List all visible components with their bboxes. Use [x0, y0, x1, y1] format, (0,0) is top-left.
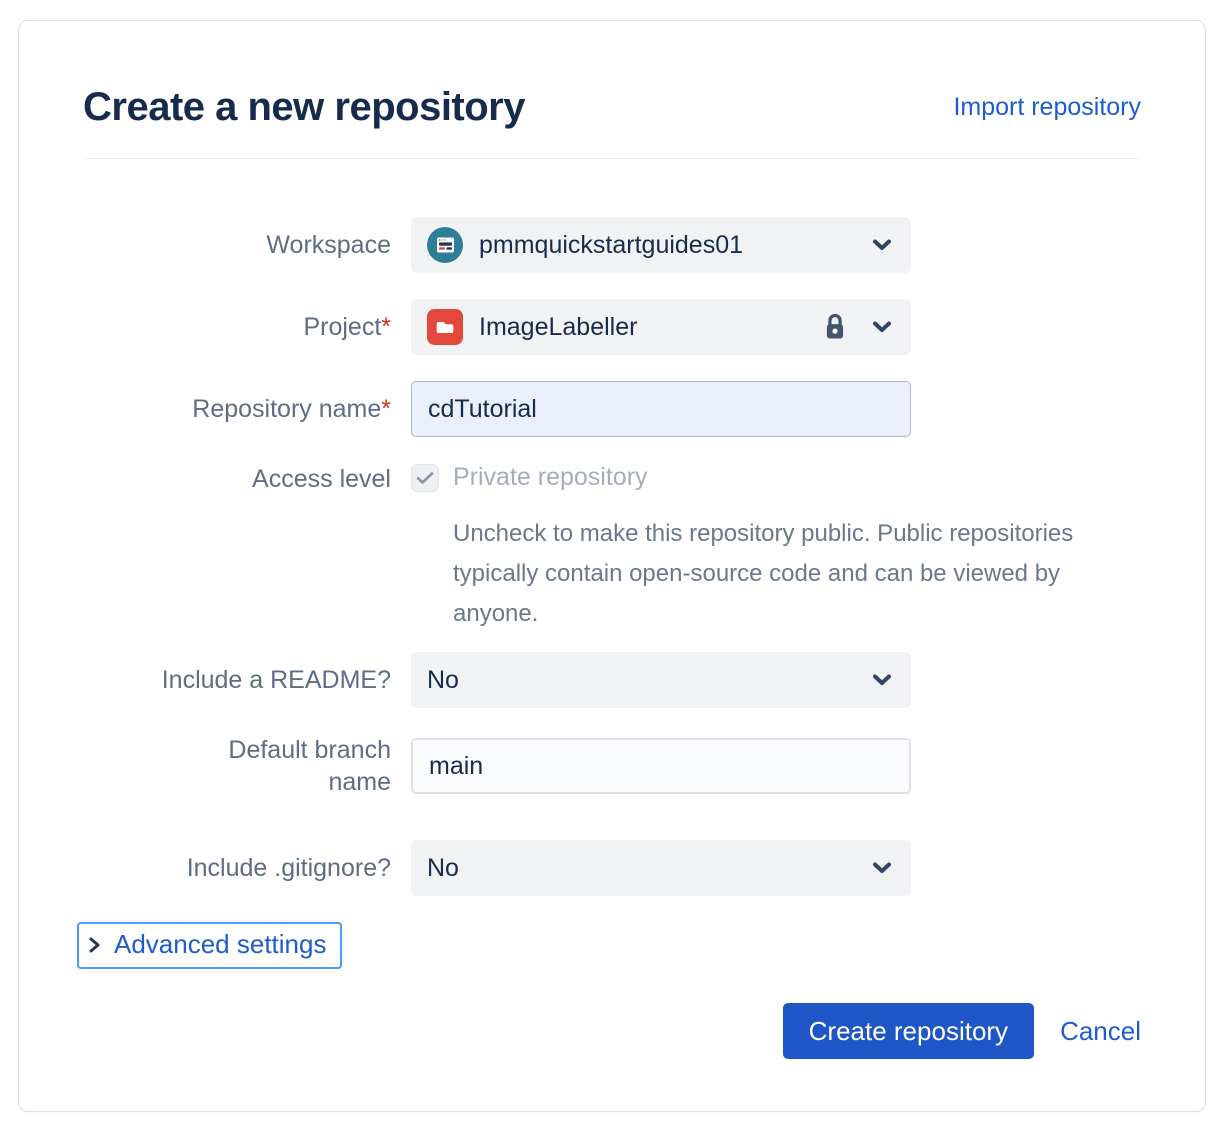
default-branch-input[interactable] — [411, 738, 911, 794]
default-branch-label: Default branch name — [228, 736, 391, 796]
required-asterisk: * — [381, 395, 391, 423]
chevron-down-icon — [871, 320, 893, 334]
include-gitignore-label: Include .gitignore? — [186, 854, 391, 882]
chevron-down-icon — [871, 861, 893, 875]
project-value: ImageLabeller — [479, 312, 638, 341]
check-mark-icon — [416, 471, 434, 484]
page-title: Create a new repository — [83, 85, 526, 129]
create-repository-button[interactable]: Create repository — [782, 1003, 1035, 1059]
include-gitignore-row: Include .gitignore? No — [83, 840, 1141, 896]
include-gitignore-value: No — [427, 853, 459, 882]
import-repository-link[interactable]: Import repository — [953, 93, 1141, 121]
access-level-label: Access level — [252, 465, 391, 493]
private-repository-checkbox[interactable] — [411, 463, 439, 492]
workspace-value: pmmquickstartguides01 — [479, 230, 744, 259]
project-label: Project — [303, 313, 382, 341]
create-repository-dialog: Create a new repository Import repositor… — [18, 20, 1206, 1112]
cancel-button[interactable]: Cancel — [1060, 1015, 1141, 1046]
lock-icon — [821, 312, 849, 342]
private-repository-label: Private repository — [453, 463, 648, 491]
project-row: Project* ImageLabeller — [83, 299, 1141, 355]
required-asterisk: * — [381, 313, 391, 341]
include-readme-value: No — [427, 665, 459, 694]
include-gitignore-select[interactable]: No — [411, 840, 911, 896]
project-avatar-icon — [427, 309, 463, 345]
create-repository-form: Workspace pmmquickstartguides01 — [77, 217, 1141, 1059]
dialog-header: Create a new repository Import repositor… — [83, 85, 1141, 130]
dialog-actions: Create repository Cancel — [83, 1003, 1141, 1059]
access-level-help-text: Uncheck to make this repository public. … — [453, 520, 1074, 627]
repository-name-label: Repository name — [192, 395, 382, 423]
project-select[interactable]: ImageLabeller — [411, 299, 911, 355]
workspace-avatar-icon — [427, 227, 463, 263]
workspace-row: Workspace pmmquickstartguides01 — [83, 217, 1141, 273]
workspace-label: Workspace — [266, 231, 391, 259]
include-readme-select[interactable]: No — [411, 652, 911, 708]
advanced-settings-toggle[interactable]: Advanced settings — [77, 922, 343, 969]
access-level-row: Access level Private repository Uncheck … — [83, 463, 1141, 634]
default-branch-row: Default branch name — [83, 734, 1141, 798]
chevron-down-icon — [871, 238, 893, 252]
advanced-settings-row: Advanced settings — [77, 922, 1141, 969]
header-divider — [83, 158, 1141, 159]
chevron-down-icon — [871, 673, 893, 687]
repository-name-row: Repository name* — [83, 381, 1141, 437]
advanced-settings-label: Advanced settings — [114, 929, 327, 959]
repository-name-input[interactable] — [411, 381, 911, 437]
include-readme-label: Include a README? — [161, 666, 391, 694]
chevron-right-icon — [89, 937, 100, 952]
include-readme-row: Include a README? No — [83, 652, 1141, 708]
workspace-select[interactable]: pmmquickstartguides01 — [411, 217, 911, 273]
